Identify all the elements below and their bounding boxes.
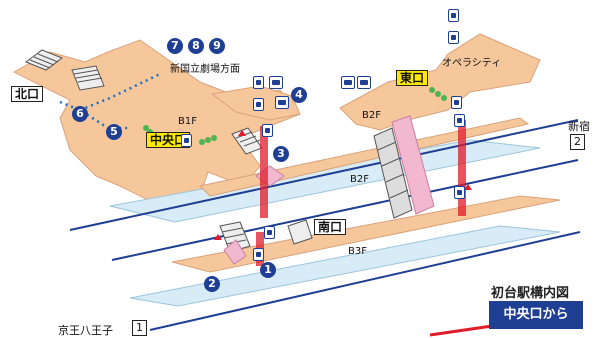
track-keio [149,231,581,331]
stairs-south [219,221,251,253]
elevator-icon [253,76,264,89]
exit-central[interactable]: 中央口 [146,132,191,148]
ticket-gates-central [199,135,217,145]
exit-number-1[interactable]: 1 [260,262,276,278]
red-accent-line [429,324,493,337]
exit-number-5[interactable]: 5 [106,124,122,140]
exit-south[interactable]: 南口 [314,219,347,235]
restroom-icon [341,76,355,89]
exit-number-9[interactable]: 9 [209,38,225,54]
line-label-keio: 京王八王子 [58,324,113,337]
ticket-machine-icon [451,96,462,109]
platform-number-1: 1 [132,320,147,336]
elevator-icon [264,226,275,239]
exit-number-8[interactable]: 8 [188,38,204,54]
elevator-icon [454,186,465,199]
arrow-up-east [464,184,472,190]
exit-east[interactable]: 東口 [396,70,429,86]
escalator-east [391,115,435,215]
exit-number-7[interactable]: 7 [167,38,183,54]
exit-number-3[interactable]: 3 [273,146,289,162]
destination-theater: 新国立劇場方面 [170,64,240,75]
arrow-up-central [238,130,246,136]
elevator-icon [262,124,273,137]
exit-number-2[interactable]: 2 [204,276,220,292]
destination-opera-city: オペラシティ [442,58,502,69]
elevator-shaft-east [458,120,466,216]
stairs-north [24,49,64,71]
stairs-east [373,127,413,219]
elevator-icon [448,9,459,22]
platform-number-2: 2 [570,134,585,150]
line-label-shinjuku: 新宿 [568,120,590,133]
track-shinjuku-upper [69,119,579,231]
elevator-icon [253,98,264,111]
floor-label-b3f: B3F [348,246,367,257]
arrow-up-south [214,234,222,240]
floor-label-b2f-east: B2F [362,110,381,121]
elevator-icon [454,114,465,127]
track-shinjuku-lower [111,159,579,261]
restroom-icon [275,96,289,109]
east-concourse [339,33,541,131]
stairs-b3 [287,219,313,245]
b3f-platform-strip [129,225,561,307]
stairs-b1-left [71,65,105,91]
wheelchair-icon [357,76,371,89]
map-title: 初台駅構内図 [491,286,570,301]
elevator-icon [448,31,459,44]
exit-number-6[interactable]: 6 [72,106,88,122]
exit-north[interactable]: 北口 [11,86,44,102]
map-subtitle: 中央口から [489,301,583,329]
elevator-shaft-central [260,126,268,218]
floor-label-b1f: B1F [178,116,197,127]
escalator-south [223,239,247,265]
ticket-gates-east [429,87,447,101]
floor-label-b2f: B2F [350,174,369,185]
ticket-machine-icon [181,134,192,147]
elevator-icon [253,248,264,261]
wheelchair-icon [269,76,283,89]
exit-number-4[interactable]: 4 [291,87,307,103]
